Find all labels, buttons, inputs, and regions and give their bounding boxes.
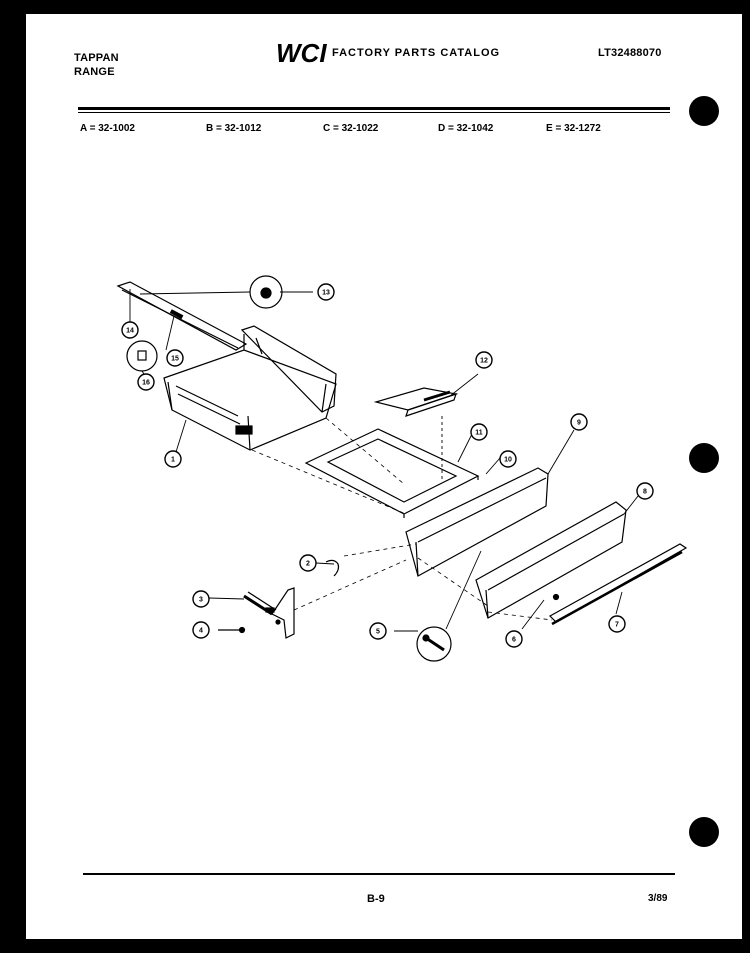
document-number: LT32488070 [598,47,662,59]
model-a: A = 32-1002 [80,123,135,134]
callout-6: 6 [505,630,523,648]
callout-11-label: 11 [475,430,483,437]
top-bracket-strip [116,281,248,351]
hinge-screw [218,626,246,634]
callout-1-label: 1 [171,457,175,464]
drawer-body [163,325,337,451]
callout-2-label: 2 [306,561,310,568]
window-glass [304,428,480,518]
small-cover-panel [373,387,459,417]
handle-screw [552,593,560,601]
alignment-lines [251,417,553,621]
callout-9: 9 [570,413,588,431]
revision-date: 3/89 [648,893,668,904]
product-type: RANGE [74,66,115,78]
logo-text: WCI [276,38,327,66]
callout-5: 5 [369,622,387,640]
callout-14: 14 [121,321,139,339]
callout-4: 4 [192,621,210,639]
brand-block: TAPPAN RANGE [74,51,119,79]
callout-8-label: 8 [643,489,647,496]
model-b: B = 32-1012 [206,123,262,134]
catalog-title: FACTORY PARTS CATALOG [332,47,501,59]
hinge-spring [325,559,340,577]
binder-hole-bottom [689,817,719,847]
callout-13-label: 13 [322,290,330,297]
header-rule-thin [78,112,670,113]
callout-4-label: 4 [199,628,203,635]
callout-10: 10 [499,450,517,468]
callout-7: 7 [608,615,626,633]
callout-6-label: 6 [512,637,516,644]
callout-1: 1 [164,450,182,468]
leader-lines [129,289,639,632]
callout-3: 3 [192,590,210,608]
nut-detail [249,275,283,309]
binder-hole-top [689,96,719,126]
brand-name: TAPPAN [74,52,119,64]
door-screw-detail [416,626,452,662]
binder-hole-middle [689,443,719,473]
footer-rule [83,873,675,875]
model-e: E = 32-1272 [546,123,601,134]
model-c: C = 32-1022 [323,123,379,134]
callout-8: 8 [636,482,654,500]
callout-12-label: 12 [480,358,488,365]
door-handle [549,543,688,626]
exploded-parts-diagram: 13 14 15 16 1 12 11 10 9 8 7 6 5 2 3 4 [116,275,688,662]
callout-9-label: 9 [577,420,581,427]
callout-markers: 13 14 15 16 1 12 11 10 9 8 7 6 5 2 3 4 [121,283,654,648]
header-rule [78,107,670,110]
door-front-panel [475,501,627,619]
callout-5-label: 5 [376,629,380,636]
callout-14-label: 14 [126,328,134,335]
callout-7-label: 7 [615,622,619,629]
callout-11: 11 [470,423,488,441]
model-d: D = 32-1042 [438,123,494,134]
callout-10-label: 10 [504,457,512,464]
inner-door-panel [405,467,549,577]
callout-12: 12 [475,351,493,369]
callout-15-label: 15 [171,356,179,363]
callout-16: 16 [137,373,155,391]
callout-16-label: 16 [142,380,150,387]
wci-logo: WCI [273,38,327,66]
clip-detail [126,340,158,372]
catalog-sheet: TAPPAN RANGE WCI FACTORY PARTS CATALOG L… [26,14,742,939]
callout-13: 13 [317,283,335,301]
page-number: B-9 [367,893,385,905]
callout-15: 15 [166,349,184,367]
door-hinge [243,587,295,639]
callout-2: 2 [299,554,317,572]
callout-3-label: 3 [199,597,203,604]
